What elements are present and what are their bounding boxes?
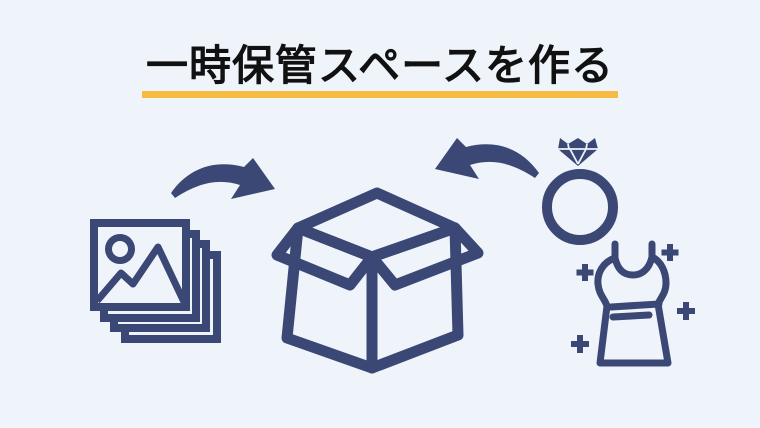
dress-neckline [611,253,656,279]
photo-stack-icon [90,219,221,343]
curved-arrow-right-icon [435,138,539,179]
arrow-left-shape [171,158,275,199]
box-right-flap [366,222,484,291]
dress-icon [571,240,695,367]
diamond-ring-icon [542,138,618,245]
arrow-right-shape [435,138,539,179]
ring-diamond [558,138,598,166]
sparkle-icons [571,244,695,353]
dress-waist-line-2 [609,311,653,321]
open-box-icon [271,187,484,374]
page-title: 一時保管スペースを作る [142,44,618,98]
ring-band [542,169,618,245]
sparkle-icon-top-right [661,244,679,261]
photo-sheet-front [90,219,190,311]
photo-mountain-icon [94,243,188,304]
dress-body [594,253,672,367]
ring-diamond-facets [558,143,598,165]
box-left-flap [271,222,378,291]
photo-sun-icon [105,234,135,264]
sparkle-icon-bottom-left [571,335,589,353]
header: 一時保管スペースを作る [0,0,760,98]
curved-arrow-left-icon [171,158,275,199]
sparkle-icon-left [576,264,594,281]
box-rim [292,187,461,263]
dress-waist-line-1 [607,300,663,311]
sparkle-icon-right [677,302,695,320]
